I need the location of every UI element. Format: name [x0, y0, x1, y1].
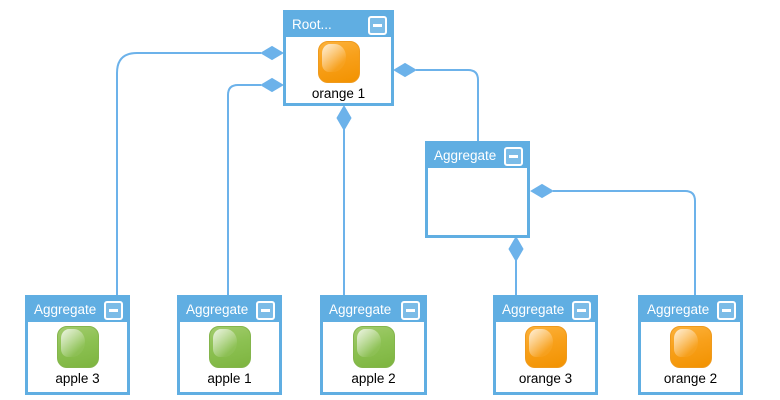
group-content: orange 2 [641, 322, 740, 392]
link-orange3-aggregate[interactable] [508, 236, 524, 295]
group-node-orange3[interactable]: Aggregate orange 3 [493, 295, 598, 395]
link-apple3-root[interactable] [116, 45, 284, 296]
group-header[interactable]: Aggregate [641, 298, 740, 322]
group-node-orange2[interactable]: Aggregate orange 2 [638, 295, 743, 395]
group-header[interactable]: Root... [286, 13, 391, 37]
group-content: apple 1 [180, 322, 279, 392]
group-node-apple1[interactable]: Aggregate apple 1 [177, 295, 282, 395]
aggregation-diamond-icon [260, 45, 284, 61]
link-line [553, 190, 696, 295]
item-label: orange 1 [311, 86, 366, 101]
minus-icon[interactable] [256, 300, 275, 320]
minus-icon[interactable] [368, 15, 387, 35]
group-node-root[interactable]: Root... orange 1 [283, 10, 394, 106]
aggregation-diamond-icon [508, 236, 524, 262]
group-header[interactable]: Aggregate [180, 298, 279, 322]
group-title: Aggregate [502, 302, 565, 317]
link-orange2-aggregate[interactable] [530, 183, 696, 296]
orange-fruit-icon[interactable] [669, 326, 712, 368]
item-label: apple 1 [207, 371, 252, 386]
group-content: orange 1 [286, 37, 391, 103]
link-line [116, 52, 261, 295]
minus-icon[interactable] [104, 300, 123, 320]
group-content: apple 3 [28, 322, 127, 392]
group-content: apple 2 [323, 322, 424, 392]
item-label: orange 2 [663, 371, 718, 386]
group-node-aggregate-empty[interactable]: Aggregate [425, 141, 530, 238]
group-title: Aggregate [186, 302, 249, 317]
item-label: apple 3 [55, 371, 100, 386]
group-node-apple3[interactable]: Aggregate apple 3 [25, 295, 130, 395]
group-header[interactable]: Aggregate [28, 298, 127, 322]
orange-fruit-icon[interactable] [317, 41, 360, 83]
item-label: apple 2 [351, 371, 396, 386]
apple-fruit-icon[interactable] [208, 326, 251, 368]
group-content [428, 168, 527, 235]
minus-icon[interactable] [717, 300, 736, 320]
link-line [416, 69, 479, 141]
group-content: orange 3 [496, 322, 595, 392]
apple-fruit-icon[interactable] [56, 326, 99, 368]
minus-icon[interactable] [401, 300, 420, 320]
link-aggregate-root[interactable] [393, 62, 479, 142]
minus-icon[interactable] [572, 300, 591, 320]
group-header[interactable]: Aggregate [428, 144, 527, 168]
item-label: orange 3 [518, 371, 573, 386]
aggregation-diamond-icon [530, 183, 554, 199]
group-header[interactable]: Aggregate [323, 298, 424, 322]
minus-icon[interactable] [504, 146, 523, 166]
aggregation-diamond-icon [336, 105, 352, 131]
apple-fruit-icon[interactable] [352, 326, 395, 368]
aggregation-diamond-icon [393, 62, 417, 78]
group-header[interactable]: Aggregate [496, 298, 595, 322]
group-title: Aggregate [34, 302, 97, 317]
aggregation-diamond-icon [260, 77, 284, 93]
orange-fruit-icon[interactable] [524, 326, 567, 368]
group-title: Root... [292, 17, 332, 32]
link-line [227, 84, 261, 295]
group-title: Aggregate [434, 148, 497, 163]
link-apple2-root[interactable] [336, 105, 352, 295]
group-title: Aggregate [329, 302, 392, 317]
group-title: Aggregate [647, 302, 710, 317]
link-apple1-root[interactable] [227, 77, 284, 296]
group-node-apple2[interactable]: Aggregate apple 2 [320, 295, 427, 395]
